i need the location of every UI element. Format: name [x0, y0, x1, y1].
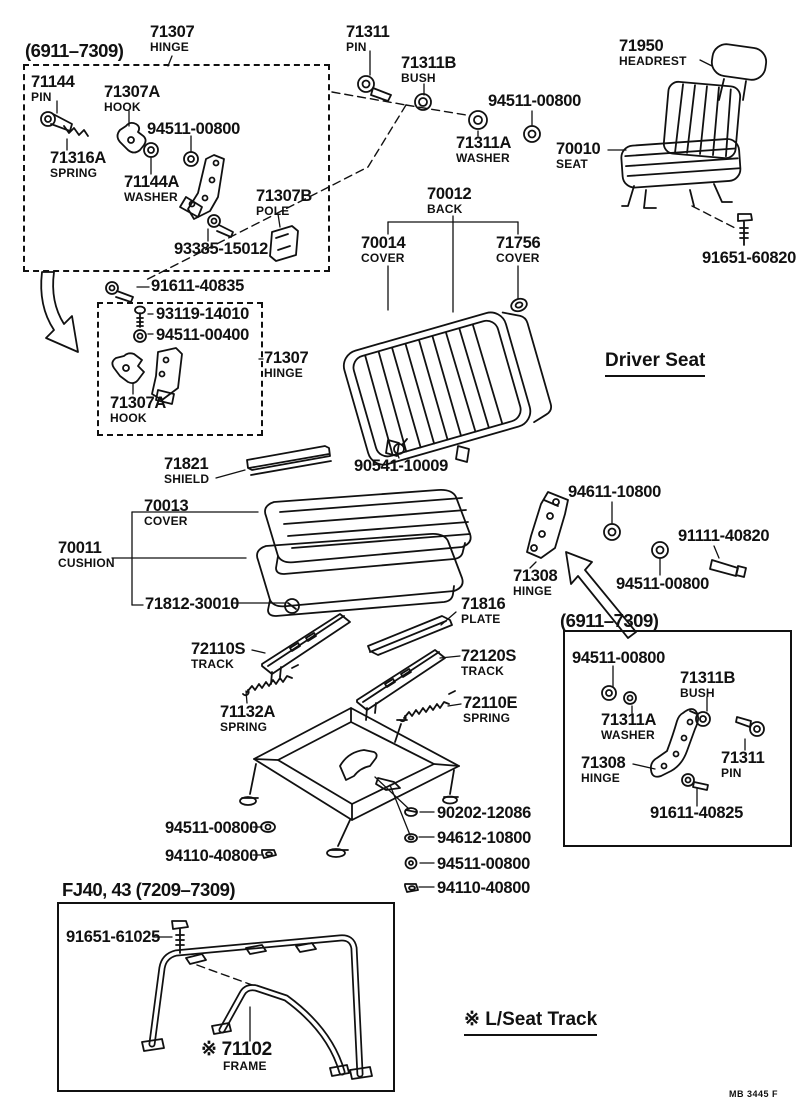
- group-box-hook: [97, 302, 263, 436]
- seat-frame-base-drawing: [239, 707, 460, 858]
- part-label-71821-shield: 71821 SHIELD: [164, 455, 210, 487]
- part-label-94110-40800-bl: 94110-40800: [165, 847, 259, 865]
- part-label-72120s-track: 72120S TRACK: [461, 647, 517, 679]
- part-label-93385-15012: 93385-15012: [174, 240, 268, 258]
- part-label-94612-10800: 94612-10800: [437, 829, 531, 847]
- part-label-71311-pin-2: 71311 PIN: [721, 749, 765, 781]
- part-label-71311a-washer-2: 71311A WASHER: [601, 711, 657, 743]
- pin-bush-washer-drawing: [357, 75, 541, 143]
- part-label-91111-40820: 91111-40820: [678, 527, 770, 545]
- part-label-72110s-track: 72110S TRACK: [191, 640, 246, 672]
- part-label-91651-60820: 91651-60820: [702, 249, 796, 267]
- part-label-94511-00800-tl: 94511-00800: [147, 120, 241, 138]
- part-label-94110-40800-br: 94110-40800: [437, 879, 531, 897]
- part-label-71311-pin: 71311 PIN: [346, 23, 390, 55]
- hinge-71308-drawing: [526, 491, 747, 578]
- hinge-parts-rightbox-drawing: [601, 685, 765, 791]
- part-label-91611-40825: 91611-40825: [650, 804, 744, 822]
- group-box-right: [563, 630, 792, 847]
- part-label-71311a-washer: 71311A WASHER: [456, 134, 512, 166]
- part-label-71307a-hook-2: 71307A HOOK: [110, 394, 166, 426]
- part-label-71307b-pole: 71307B POLE: [256, 187, 312, 219]
- part-label-71311b-bush: 71311B BUSH: [401, 54, 457, 86]
- part-label-94511-00400: 94511-00400: [156, 326, 250, 344]
- part-label-94511-00800-mid: 94511-00800: [616, 575, 710, 593]
- shield-cushion-drawing: [246, 445, 472, 617]
- part-label-71307-hinge: 71307 HINGE: [150, 23, 195, 55]
- part-label-91611-40835: 91611-40835: [151, 277, 245, 295]
- hook-parts-box2-drawing: [105, 281, 183, 405]
- part-label-94511-00800-rb: 94511-00800: [572, 649, 666, 667]
- part-label-94511-00800-bl: 94511-00800: [165, 819, 259, 837]
- part-label-71812-30010: 71812-30010: [145, 595, 239, 613]
- part-label-71756-cover: 71756 COVER: [496, 234, 541, 266]
- part-label-90541-10009: 90541-10009: [354, 457, 448, 475]
- track-parts-drawing: [242, 613, 456, 723]
- part-label-91651-61025: 91651-61025: [66, 928, 160, 946]
- box-bottom-header: FJ40, 43 (7209–7309): [62, 879, 236, 900]
- hinge-parts-topleft-drawing: [40, 111, 299, 262]
- part-label-71308-hinge-2: 71308 HINGE: [581, 754, 626, 786]
- part-label-90202-12086: 90202-12086: [437, 804, 531, 822]
- frame-bolt-drawing: [171, 920, 189, 954]
- part-label-71308-hinge: 71308 HINGE: [513, 567, 558, 599]
- part-label-94511-00800-tm: 94511-00800: [488, 92, 582, 110]
- part-label-70011-cushion: 70011 CUSHION: [58, 539, 115, 571]
- seat-bolt-drawing: [737, 213, 753, 246]
- part-label-70013-cover: 70013 COVER: [144, 497, 189, 529]
- part-label-71102-frame: ※ 71102 FRAME: [201, 1039, 272, 1073]
- part-label-71311b-bush-2: 71311B BUSH: [680, 669, 736, 701]
- part-label-94511-00800-br: 94511-00800: [437, 855, 531, 873]
- part-label-71816-plate: 71816 PLATE: [461, 595, 506, 627]
- page-stamp: MB 3445 F: [729, 1089, 779, 1099]
- part-label-71144a-washer: 71144A WASHER: [124, 173, 180, 205]
- part-label-71132a-spring: 71132A SPRING: [220, 703, 276, 735]
- part-label-93119-14010: 93119-14010: [156, 305, 250, 323]
- part-label-71307-hinge-2: 71307 HINGE: [264, 349, 309, 381]
- part-label-70014-cover: 70014 COVER: [361, 234, 406, 266]
- part-label-70010-seat: 70010 SEAT: [556, 140, 601, 172]
- part-label-70012-back: 70012 BACK: [427, 185, 472, 217]
- part-label-71316a-spring: 71316A SPRING: [50, 149, 106, 181]
- part-label-94611-10800: 94611-10800: [568, 483, 662, 501]
- fastener-icons: [260, 807, 419, 893]
- seat-back-drawing: [342, 297, 553, 466]
- group-box-topleft: [23, 64, 330, 272]
- driver-seat-title: Driver Seat: [605, 350, 706, 377]
- part-label-71144-pin: 71144 PIN: [31, 73, 75, 105]
- pointer-arrows: [40, 271, 637, 639]
- box-topleft-header: (6911–7309): [25, 40, 124, 61]
- part-label-71950-headrest: 71950 HEADREST: [619, 37, 687, 69]
- complete-seat-drawing: [620, 43, 768, 209]
- lseat-track-note: ※ L/Seat Track: [464, 1008, 598, 1036]
- part-label-71307a-hook: 71307A HOOK: [104, 83, 160, 115]
- group-box-bottom: [57, 902, 395, 1092]
- box-right-header: (6911–7309): [560, 610, 659, 631]
- leg-frame-drawing: [141, 934, 373, 1080]
- part-label-72110e-spring: 72110E SPRING: [463, 694, 518, 726]
